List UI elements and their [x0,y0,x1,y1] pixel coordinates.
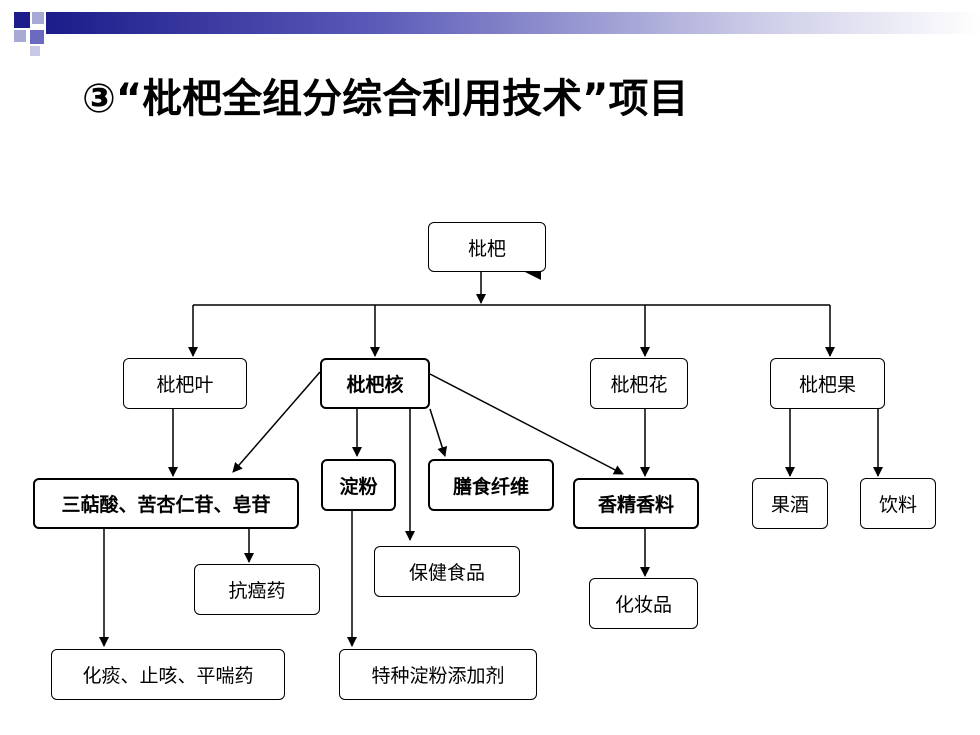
node-fragrance: 香精香料 [573,478,699,529]
header-square-mid [30,30,44,44]
header-square-dark [14,12,30,28]
node-fruit-wine: 果酒 [752,478,828,529]
node-loquat-core: 枇杷核 [320,358,430,409]
node-cough-medicine: 化痰、止咳、平喘药 [51,649,285,700]
node-triterpenes: 三萜酸、苦杏仁苷、皂苷 [33,478,299,529]
node-starch: 淀粉 [321,459,396,511]
node-cosmetics: 化妆品 [589,578,698,629]
node-loquat-leaf: 枇杷叶 [123,358,247,409]
header-gradient-bar [46,12,980,34]
node-loquat-fruit: 枇杷果 [770,358,885,409]
node-starch-additive: 特种淀粉添加剂 [339,649,537,700]
header-square-light-2 [14,30,26,42]
node-loquat-flower: 枇杷花 [590,358,688,409]
header-square-small [30,46,40,56]
node-root: 枇杷 [428,222,546,272]
node-health-food: 保健食品 [374,546,520,597]
slide-title: ③“枇杷全组分综合利用技术”项目 [82,76,689,122]
node-beverage: 饮料 [860,478,936,529]
header-square-light-1 [32,12,44,24]
node-anticancer: 抗癌药 [194,564,320,615]
node-dietary-fiber: 膳食纤维 [428,459,554,511]
